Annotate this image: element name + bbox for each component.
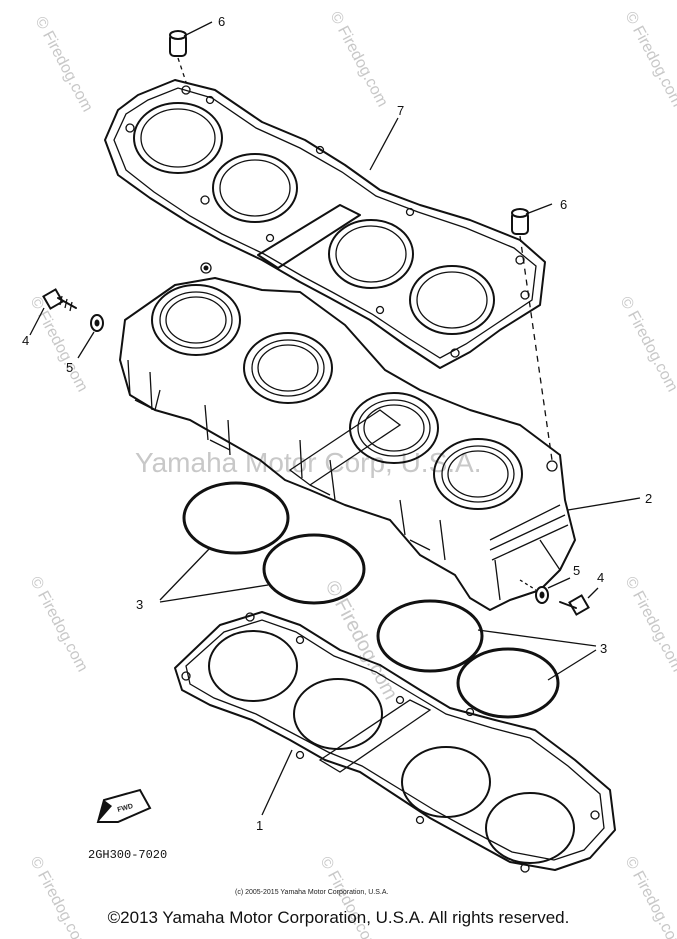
callout-5-left: 5 bbox=[66, 360, 73, 375]
copyright-notice: ©2013 Yamaha Motor Corporation, U.S.A. A… bbox=[107, 908, 570, 927]
bolts-washers-parts-4-5 bbox=[29, 288, 599, 616]
watermark-center: Yamaha Motor Corp, U.S.A. bbox=[135, 447, 482, 478]
callout-4-left: 4 bbox=[22, 333, 29, 348]
callout-2: 2 bbox=[645, 491, 652, 506]
callout-3-left: 3 bbox=[136, 597, 143, 612]
watermark-firedog-lr: © Firedog.com bbox=[621, 574, 677, 675]
watermark-firedog-tl: © Firedog.com bbox=[31, 14, 95, 115]
callout-6-top: 6 bbox=[218, 14, 225, 29]
watermark-firedog-tr: © Firedog.com bbox=[621, 9, 677, 110]
callout-3-right: 3 bbox=[600, 641, 607, 656]
callout-6-right: 6 bbox=[560, 197, 567, 212]
callout-5-right: 5 bbox=[573, 563, 580, 578]
fwd-arrow-icon: FWD bbox=[96, 788, 152, 823]
dowel-pins-part-6 bbox=[169, 21, 553, 461]
leader-7 bbox=[369, 117, 399, 171]
leader-2 bbox=[567, 497, 641, 511]
base-gasket-part-1 bbox=[174, 611, 616, 873]
fwd-label: FWD bbox=[117, 803, 134, 814]
watermark-firedog-ml: © Firedog.com bbox=[26, 294, 90, 395]
footer-small-copyright: (c) 2005-2015 Yamaha Motor Corporation, … bbox=[235, 889, 388, 896]
head-gasket-part-7 bbox=[104, 79, 546, 369]
diagram-code: 2GH300-7020 bbox=[88, 848, 167, 862]
callout-1: 1 bbox=[256, 818, 263, 833]
watermark-firedog-tm: © Firedog.com bbox=[326, 9, 390, 110]
watermark-firedog-mr: © Firedog.com bbox=[616, 294, 677, 395]
callout-4-right: 4 bbox=[597, 570, 604, 585]
watermark-firedog-ll: © Firedog.com bbox=[26, 574, 90, 675]
callout-7: 7 bbox=[397, 103, 404, 118]
cylinder-block-part-2 bbox=[119, 262, 576, 611]
o-rings-part-3 bbox=[159, 481, 597, 719]
